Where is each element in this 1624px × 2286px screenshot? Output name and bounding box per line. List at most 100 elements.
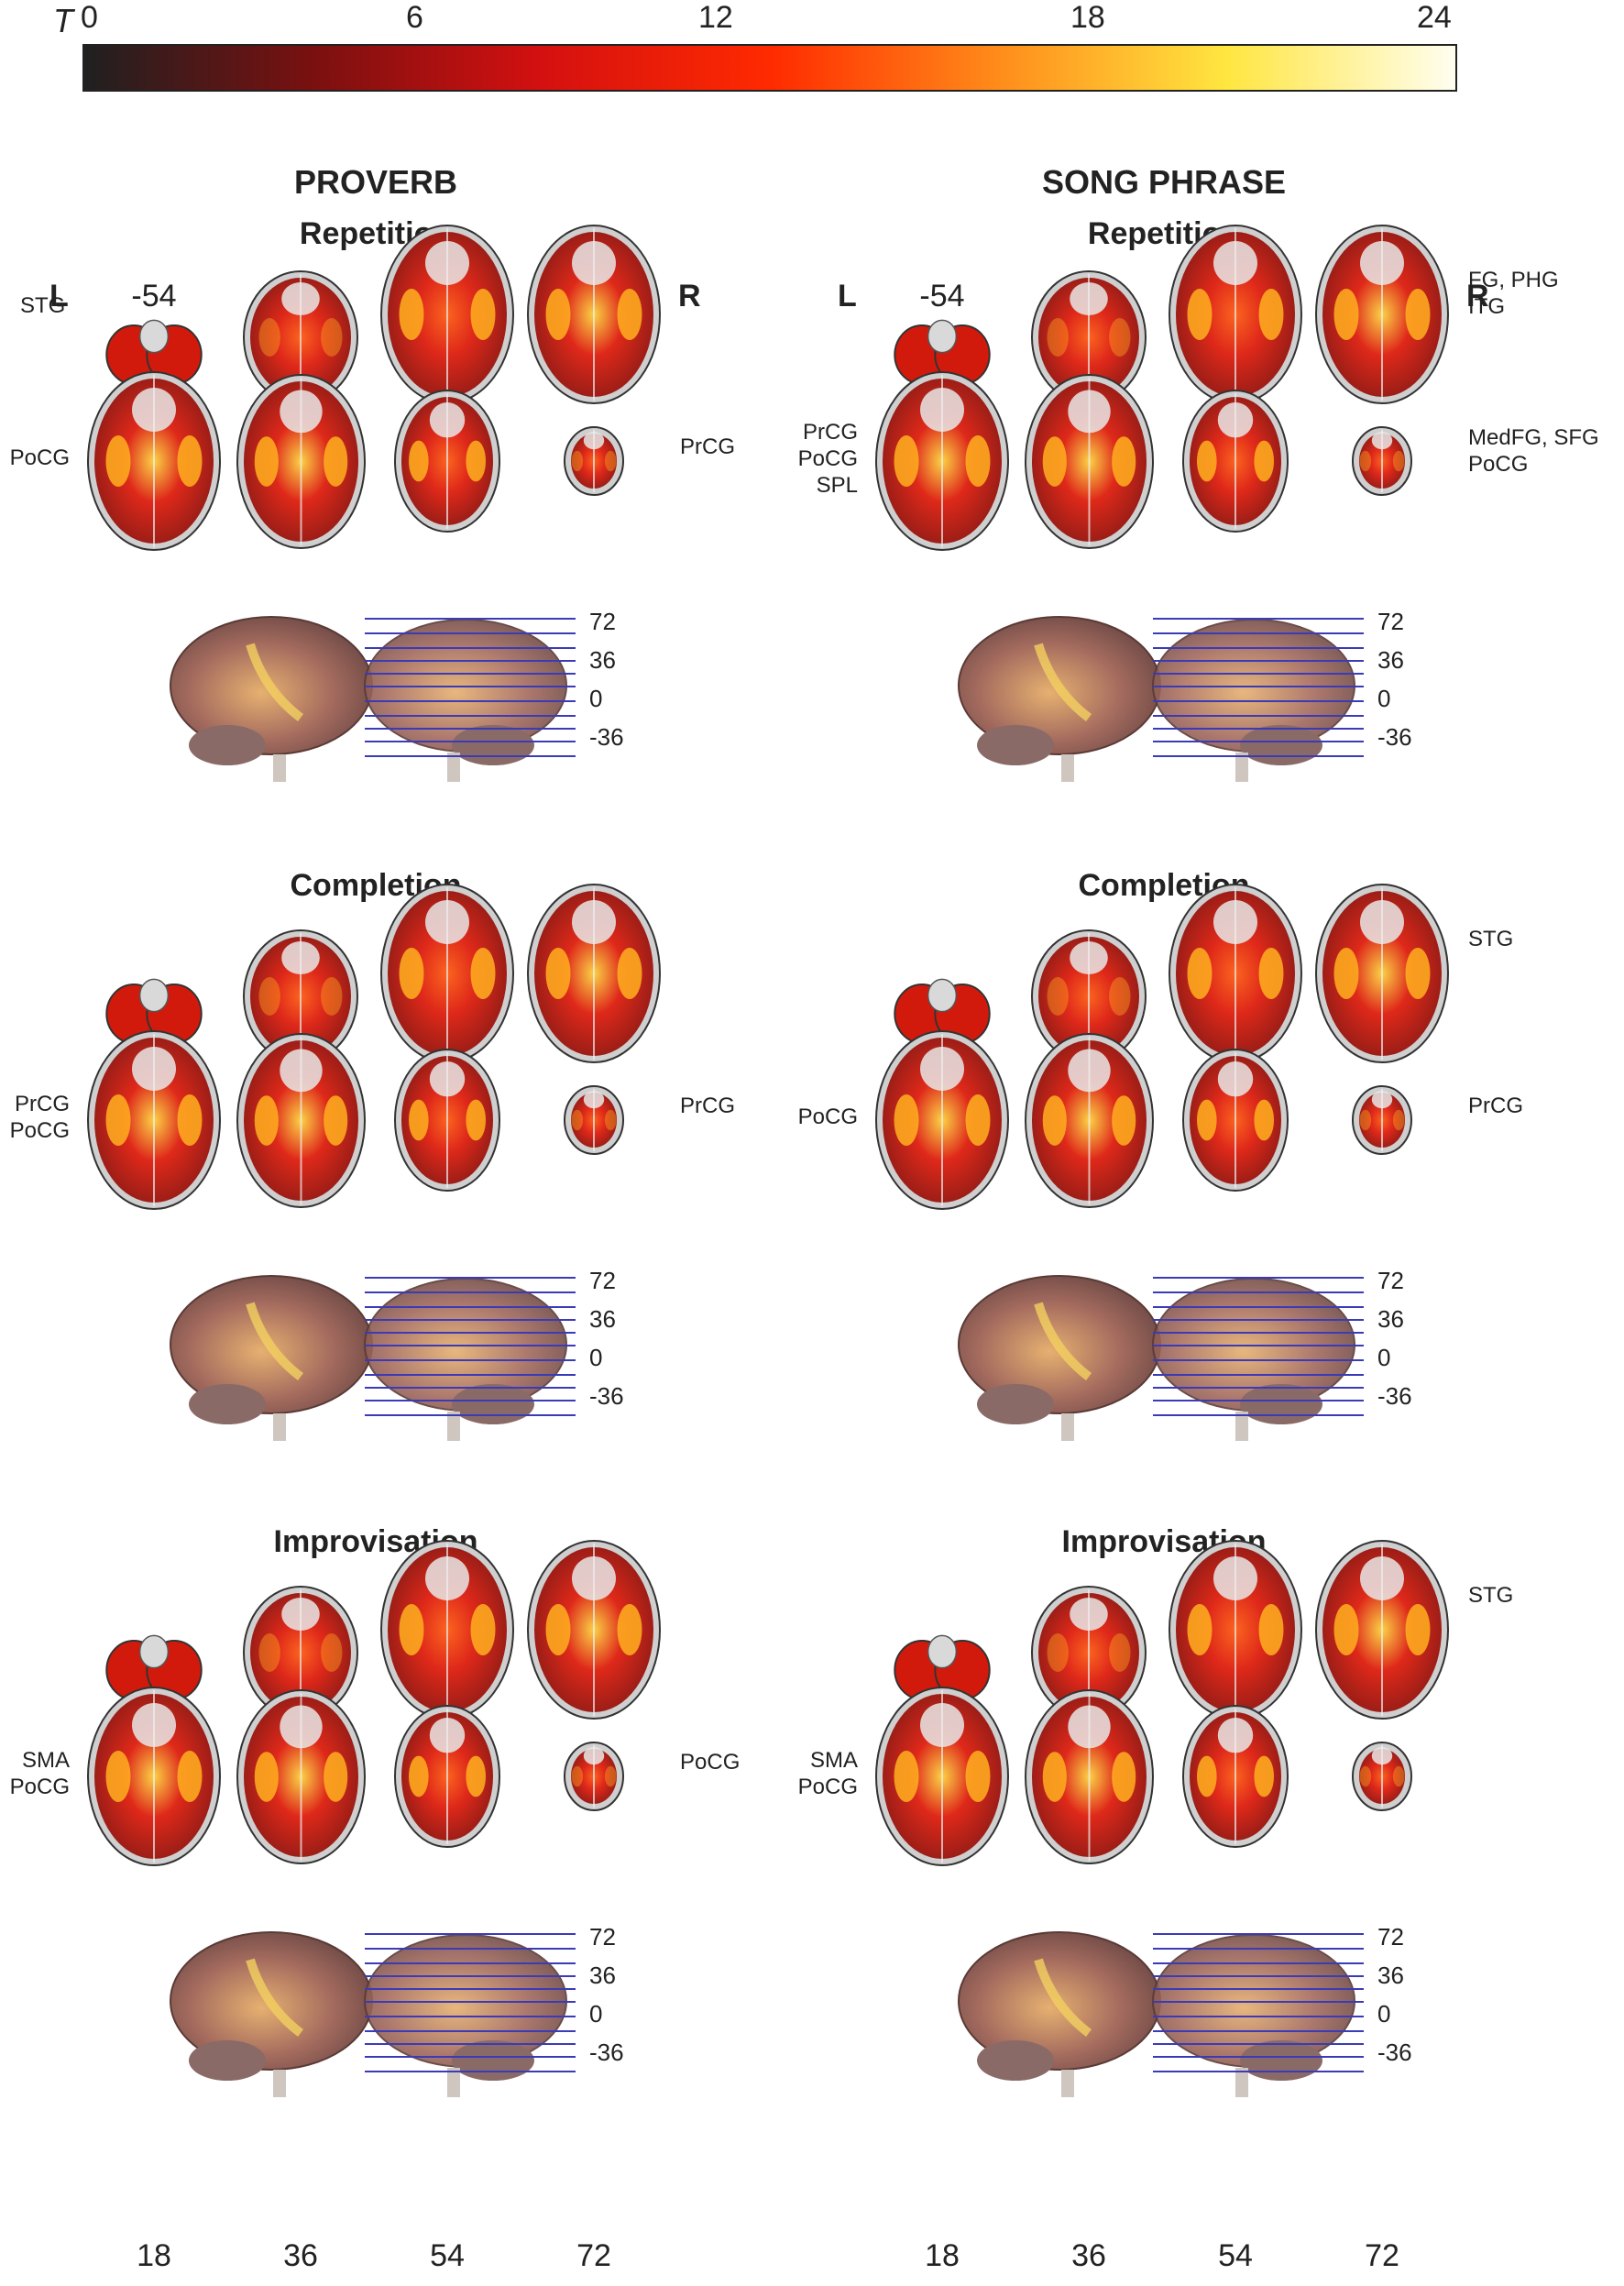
region-label: PrCG	[680, 1094, 735, 1118]
z-coordinate: -54	[131, 279, 177, 313]
sagittal-tick: 72	[589, 1267, 616, 1294]
region-label: PrCG	[803, 420, 858, 445]
axial-slice-icon	[243, 270, 358, 404]
axial-slice-icon	[236, 373, 366, 549]
colorbar-tick: 0	[81, 0, 98, 35]
region-label: SMA	[809, 1748, 858, 1773]
axial-slice-icon	[380, 1540, 514, 1720]
region-label: PrCG	[680, 434, 735, 459]
axial-slice-icon	[1024, 1032, 1154, 1208]
z-coordinate: 54	[1218, 2238, 1253, 2273]
region-label: SMA	[21, 1748, 70, 1773]
axial-slice-icon	[105, 319, 203, 385]
axial-slice-icon	[1169, 225, 1302, 404]
sagittal-tick: -36	[1377, 2039, 1412, 2066]
z-coordinate: 18	[137, 2238, 171, 2273]
sagittal-tick: 36	[1377, 646, 1404, 674]
sagittal-tick: 0	[589, 2000, 603, 2028]
axial-slice-icon	[527, 884, 661, 1063]
sagittal-tick: 0	[589, 1344, 603, 1371]
region-label: MedFG, SFG	[1468, 425, 1599, 450]
axial-slice-icon	[394, 1049, 500, 1192]
z-coordinate: 72	[576, 2238, 611, 2273]
sagittal-tick: -36	[589, 723, 624, 751]
axial-slice-icon	[105, 978, 203, 1044]
axial-slice-icon	[875, 371, 1009, 551]
region-label: PoCG	[9, 1775, 70, 1799]
z-coordinate: 36	[283, 2238, 318, 2273]
axial-slice-icon	[236, 1032, 366, 1208]
axial-slice-icon	[87, 371, 221, 551]
sagittal-tick: -36	[1377, 1382, 1412, 1410]
axial-slice-icon	[1169, 1540, 1302, 1720]
region-label: PoCG	[797, 1105, 858, 1129]
axial-slice-icon	[564, 426, 624, 496]
axial-slice-icon	[894, 1634, 991, 1700]
sagittal-tick: 72	[589, 608, 616, 635]
axial-slice-icon	[894, 319, 991, 385]
sagittal-tick: 0	[1377, 1344, 1391, 1371]
axial-slice-icon	[564, 1742, 624, 1811]
region-label: PoCG	[797, 1775, 858, 1799]
sagittal-tick: 0	[1377, 685, 1391, 712]
colorbar-gradient	[82, 44, 1457, 92]
sagittal-tick: -36	[589, 2039, 624, 2066]
sagittal-tick: 36	[589, 1305, 616, 1333]
region-label: PrCG	[1468, 1094, 1523, 1118]
region-label: PrCG	[15, 1092, 70, 1116]
z-coordinate: -54	[919, 279, 965, 313]
axial-slice-icon	[1352, 1085, 1412, 1155]
sagittal-tick: 36	[589, 1962, 616, 1989]
colorbar-tick: 18	[1070, 0, 1105, 35]
axial-slice-icon	[1031, 929, 1147, 1063]
sagittal-tick: 72	[1377, 1923, 1404, 1951]
axial-slice-icon	[1031, 1586, 1147, 1720]
colorbar-tick: 12	[698, 0, 733, 35]
sagittal-tick: 36	[1377, 1962, 1404, 1989]
sagittal-tick: -36	[1377, 723, 1412, 751]
region-label: ITG	[1468, 294, 1505, 319]
axial-slice-icon	[1315, 884, 1449, 1063]
sagittal-brain-icon	[958, 616, 1364, 782]
axial-slice-icon	[243, 929, 358, 1063]
z-coordinate: 18	[925, 2238, 960, 2273]
axial-slice-icon	[1024, 373, 1154, 549]
axial-slice-icon	[87, 1687, 221, 1866]
sagittal-brain-icon	[170, 616, 576, 782]
region-label: STG	[20, 293, 66, 318]
axial-slice-icon	[1182, 1705, 1289, 1848]
region-label: FG, PHG	[1468, 268, 1559, 292]
sagittal-tick: 72	[1377, 1267, 1404, 1294]
right-hemisphere-marker: R	[678, 279, 701, 313]
axial-slice-icon	[394, 390, 500, 533]
axial-slice-icon	[894, 978, 991, 1044]
axial-slice-icon	[1352, 1742, 1412, 1811]
region-label: PoCG	[680, 1750, 741, 1775]
axial-slice-icon	[87, 1030, 221, 1210]
axial-slice-icon	[380, 884, 514, 1063]
axial-slice-icon	[875, 1687, 1009, 1866]
sagittal-brain-icon	[170, 1275, 576, 1441]
sagittal-tick: 72	[589, 1923, 616, 1951]
axial-slice-icon	[564, 1085, 624, 1155]
region-label: PoCG	[9, 445, 70, 470]
sagittal-tick: 0	[1377, 2000, 1391, 2028]
left-hemisphere-marker: L	[838, 279, 857, 313]
sagittal-tick: 0	[589, 685, 603, 712]
sagittal-tick: 72	[1377, 608, 1404, 635]
axial-slice-icon	[236, 1688, 366, 1864]
z-coordinate: 54	[430, 2238, 465, 2273]
region-label: PoCG	[9, 1118, 70, 1143]
sagittal-brain-icon	[170, 1931, 576, 2097]
axial-slice-icon	[875, 1030, 1009, 1210]
column-title: PROVERB	[293, 163, 458, 201]
axial-slice-icon	[1315, 225, 1449, 404]
column-title: SONG PHRASE	[1041, 163, 1287, 201]
region-label: SPL	[816, 473, 858, 498]
sagittal-tick: -36	[589, 1382, 624, 1410]
axial-slice-icon	[380, 225, 514, 404]
axial-slice-icon	[1024, 1688, 1154, 1864]
region-label: PoCG	[1468, 452, 1529, 477]
colorbar-tick: 24	[1417, 0, 1452, 35]
axial-slice-icon	[1182, 390, 1289, 533]
